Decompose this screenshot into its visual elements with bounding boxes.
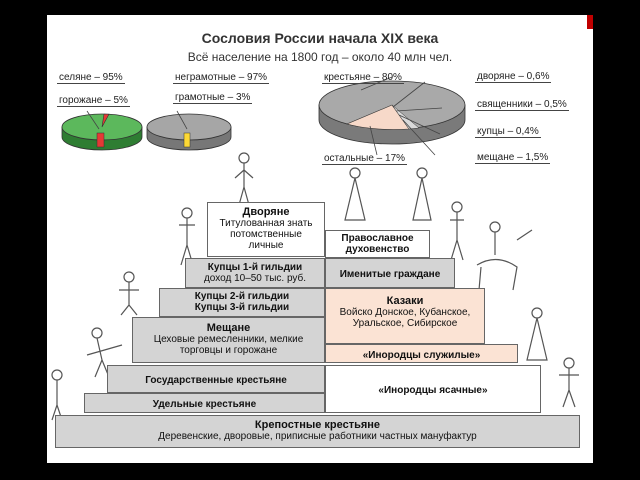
figure-craftsman xyxy=(119,271,139,316)
figure-woman-right xyxy=(526,307,548,361)
block-inorodtsy-sluzh: «Инородцы служилые» xyxy=(325,344,518,363)
dukhovenstvo-line-2: духовенство xyxy=(345,244,410,255)
block-kuptsy-1: Купцы 1-й гильдии доход 10–50 тыс. руб. xyxy=(185,258,325,288)
label-gorozhane: горожане – 5% xyxy=(57,95,130,107)
inorodtsy-yas-label: «Инородцы ясачные» xyxy=(378,385,488,396)
pie-charts xyxy=(61,76,466,156)
dvoryane-line-3: личные xyxy=(248,240,284,251)
meshchane-line-1: Цеховые ремесленники, мелкие xyxy=(153,334,304,345)
kuptsy-2-label: Купцы 2-й гильдии xyxy=(194,291,290,302)
pie-1-slice-gorozhane-side xyxy=(96,132,105,148)
label-dvoryane: дворяне – 0,6% xyxy=(475,71,552,83)
block-dvoryane: Дворяне Титулованная знать потомственные… xyxy=(207,202,325,257)
gos-krest-label: Государственные крестьяне xyxy=(145,375,287,386)
krepostnye-sub: Деревенские, дворовые, приписные работни… xyxy=(158,431,477,442)
block-kazaki: Казаки Войско Донское, Кубанское, Уральс… xyxy=(325,288,485,344)
pie-3 xyxy=(318,76,466,156)
meshchane-title: Мещане xyxy=(206,322,251,334)
kazaki-line-2: Уральское, Сибирское xyxy=(352,318,458,329)
leader-kuptsy xyxy=(398,114,441,135)
figure-man-left xyxy=(179,207,195,266)
label-ostalnye: остальные – 17% xyxy=(322,153,408,165)
leader-dvoryane xyxy=(392,81,426,108)
figure-nobleman xyxy=(234,152,254,206)
inorodtsy-sluzh-label: «Инородцы служилые» xyxy=(362,350,481,361)
page-title: Сословия России начала XIX века xyxy=(201,30,439,46)
pie-2 xyxy=(146,110,232,151)
figure-serf xyxy=(51,369,63,421)
leader-ostalnye xyxy=(369,125,378,156)
imenitye-label: Именитые граждане xyxy=(339,269,441,280)
meshchane-line-2: торговцы и горожане xyxy=(179,345,278,356)
figure-merchant xyxy=(412,167,432,221)
dvoryane-line-2: потомственные xyxy=(230,229,302,240)
figures xyxy=(51,152,579,421)
figure-cossack-rider xyxy=(476,221,533,291)
kuptsy-1-sub: доход 10–50 тыс. руб. xyxy=(203,273,307,284)
krepostnye-title: Крепостные крестьяне xyxy=(254,419,381,431)
label-svyashchenniki: священники – 0,5% xyxy=(475,99,569,111)
dvoryane-title: Дворяне xyxy=(242,206,290,218)
kazaki-title: Казаки xyxy=(386,295,424,307)
leader-meshchane xyxy=(402,119,436,156)
block-imenitye: Именитые граждане xyxy=(325,258,455,288)
figure-hunter-right xyxy=(559,357,579,408)
dukhovenstvo-line-1: Православное xyxy=(341,233,414,244)
slide: Сословия России начала XIX века Всё насе… xyxy=(47,15,593,463)
block-inorodtsy-yas: «Инородцы ясачные» xyxy=(325,365,541,413)
kazaki-line-1: Войско Донское, Кубанское, xyxy=(339,307,471,318)
block-meshchane: Мещане Цеховые ремесленники, мелкие торг… xyxy=(132,317,325,363)
accent-bar xyxy=(587,15,593,29)
label-krestyane: крестьяне – 80% xyxy=(322,72,404,84)
pie-2-slice-gramotnye xyxy=(183,132,191,148)
dvoryane-line-1: Титулованная знать xyxy=(219,218,313,229)
block-dukhovenstvo: Православное духовенство xyxy=(325,230,430,258)
pie-1-slice-gorozhane xyxy=(101,113,110,128)
block-kuptsy-23: Купцы 2-й гильдии Купцы 3-й гильдии xyxy=(159,288,325,317)
figure-soldier xyxy=(450,201,464,261)
pie-1 xyxy=(61,110,143,151)
block-krepostnye: Крепостные крестьяне Деревенские, дворов… xyxy=(55,415,580,448)
pie-1-leader xyxy=(86,110,100,130)
pie-3-slice-ostalnye xyxy=(346,104,410,130)
block-udelnye: Удельные крестьяне xyxy=(84,393,325,413)
kuptsy-3-label: Купцы 3-й гильдии xyxy=(194,302,290,313)
label-selyane: селяне – 95% xyxy=(57,72,125,84)
page-subtitle: Всё население на 1800 год – около 40 млн… xyxy=(187,50,453,64)
pie-2-leader xyxy=(176,110,188,130)
label-gramotnye: грамотные – 3% xyxy=(173,92,253,104)
kuptsy-1-title: Купцы 1-й гильдии xyxy=(207,262,303,273)
figure-peasant-plough xyxy=(86,327,123,378)
udelnye-label: Удельные крестьяне xyxy=(152,399,257,410)
label-kuptsy: купцы – 0,4% xyxy=(475,126,541,138)
label-negramotnye: неграмотные – 97% xyxy=(173,72,270,84)
label-meshchane: мещане – 1,5% xyxy=(475,152,551,164)
figure-priest xyxy=(344,167,366,221)
block-gos-krest: Государственные крестьяне xyxy=(107,365,325,393)
leader-svyashchenniki xyxy=(395,107,443,112)
